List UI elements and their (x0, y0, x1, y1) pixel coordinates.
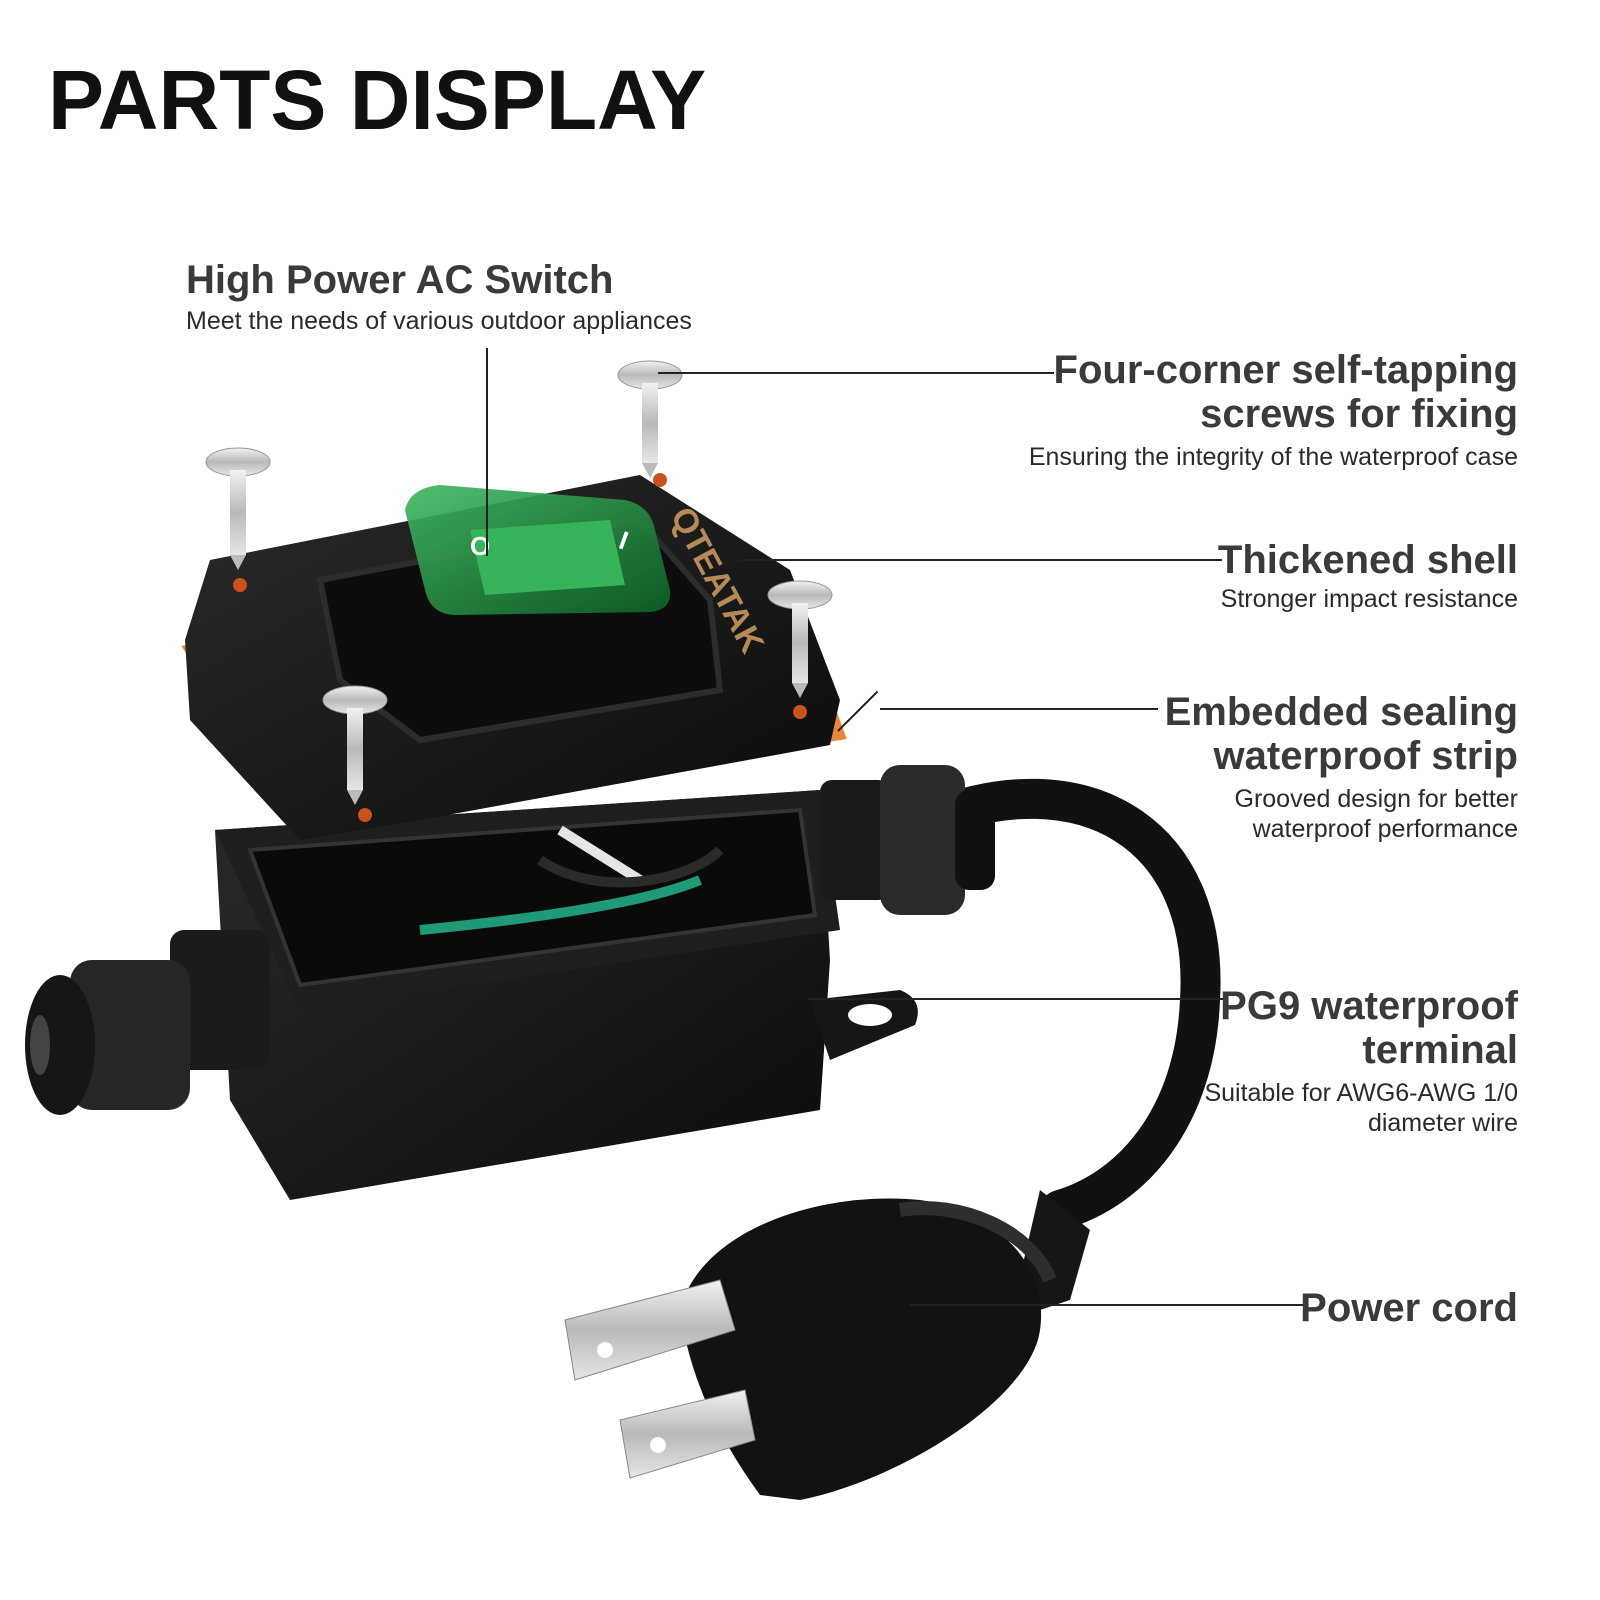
leader-line-terminal (808, 998, 1224, 1000)
callout-screws-description: Ensuring the integrity of the waterproof… (1028, 443, 1518, 471)
callout-terminal: PG9 waterproof terminal Suitable for AWG… (1178, 984, 1518, 1138)
screw-icon-bottom-right (767, 580, 833, 698)
box-inner-cavity (247, 807, 818, 988)
leader-line-switch (486, 348, 488, 556)
left-cable-gland (25, 930, 270, 1115)
callout-strip-description: Grooved design for better waterproof per… (1234, 785, 1519, 843)
callout-screws-heading: Four-corner self-tapping screws for fixi… (1053, 348, 1518, 436)
callout-screws: Four-corner self-tapping screws for fixi… (958, 348, 1518, 472)
screw-icon-top-right (617, 360, 683, 478)
leader-line-strip (880, 708, 1158, 710)
page-title: PARTS DISPLAY (48, 53, 707, 147)
switch-off-mark: O (470, 531, 490, 561)
callout-cord-heading: Power cord (1300, 1286, 1518, 1330)
screw-icon-top-left (205, 447, 271, 570)
callout-shell-heading: Thickened shell (1217, 538, 1518, 582)
power-plug (564, 1190, 1090, 1500)
right-cable-gland (820, 765, 995, 915)
power-cord-cable (910, 778, 1221, 1230)
lid-screw-holes (233, 473, 807, 822)
callout-switch-heading: High Power AC Switch (186, 258, 614, 302)
plug-prong-bottom (619, 1389, 756, 1479)
screw-icon-bottom-left (322, 685, 388, 805)
callout-strip-heading: Embedded sealing waterproof strip (1164, 690, 1518, 778)
callout-terminal-description: Suitable for AWG6-AWG 1/0 diameter wire (1204, 1079, 1518, 1137)
callout-switch-description: Meet the needs of various outdoor applia… (186, 307, 692, 335)
callout-shell: Thickened shell Stronger impact resistan… (1058, 538, 1518, 614)
leader-line-screws (658, 372, 1054, 374)
callout-shell-description: Stronger impact resistance (1220, 585, 1518, 613)
callout-switch: High Power AC Switch Meet the needs of v… (186, 258, 692, 336)
callout-cord: Power cord (1218, 1286, 1518, 1330)
callout-strip: Embedded sealing waterproof strip Groove… (1128, 690, 1518, 844)
leader-line-cord (910, 1304, 1306, 1306)
callout-terminal-heading: PG9 waterproof terminal (1220, 984, 1518, 1072)
leader-line-shell (740, 559, 1222, 561)
